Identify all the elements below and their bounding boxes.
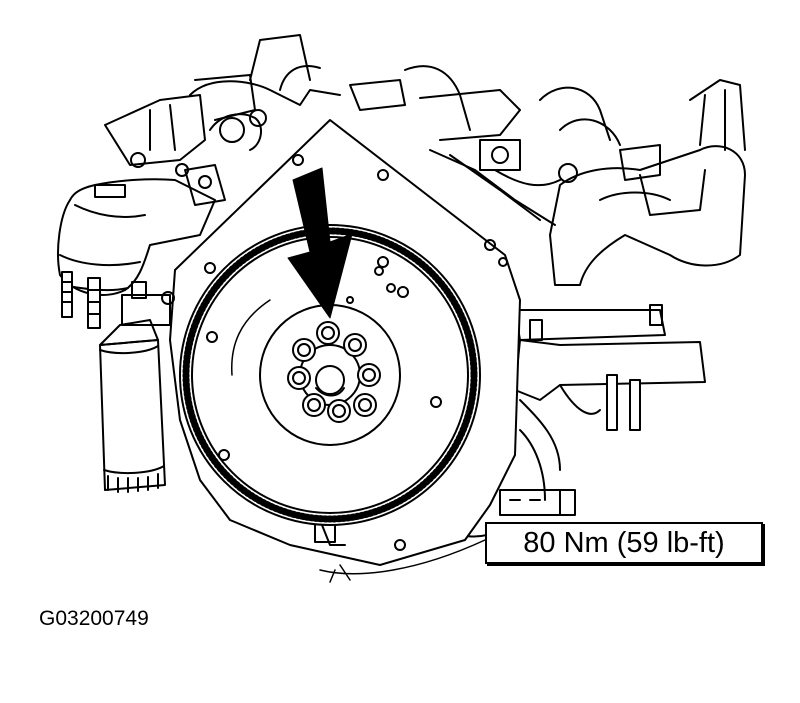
callout-leader-line bbox=[319, 539, 486, 583]
flywheel-bolt bbox=[327, 399, 351, 423]
torque-label: 80 Nm (59 lb-ft) bbox=[523, 526, 725, 559]
pointer-arrow bbox=[287, 167, 353, 319]
flywheel-bolt bbox=[287, 366, 311, 390]
left-mount-studs bbox=[61, 271, 171, 329]
flywheel-bolt bbox=[302, 393, 326, 417]
flywheel-bolt bbox=[343, 333, 367, 357]
flywheel-bolt bbox=[292, 338, 316, 362]
right-mount-bracket bbox=[514, 304, 706, 501]
flywheel-bolt bbox=[316, 321, 340, 345]
torque-callout: 80 Nm (59 lb-ft) bbox=[485, 522, 763, 564]
upper-engine-components bbox=[184, 34, 621, 226]
right-exhaust-manifold bbox=[549, 79, 746, 286]
flywheel-bolt bbox=[353, 393, 377, 417]
figure-id: G03200749 bbox=[39, 607, 149, 630]
oil-filter bbox=[99, 319, 166, 493]
flywheel-bolt bbox=[357, 363, 381, 387]
left-exhaust-manifold bbox=[57, 74, 256, 296]
flywheel-bolts bbox=[287, 321, 381, 423]
